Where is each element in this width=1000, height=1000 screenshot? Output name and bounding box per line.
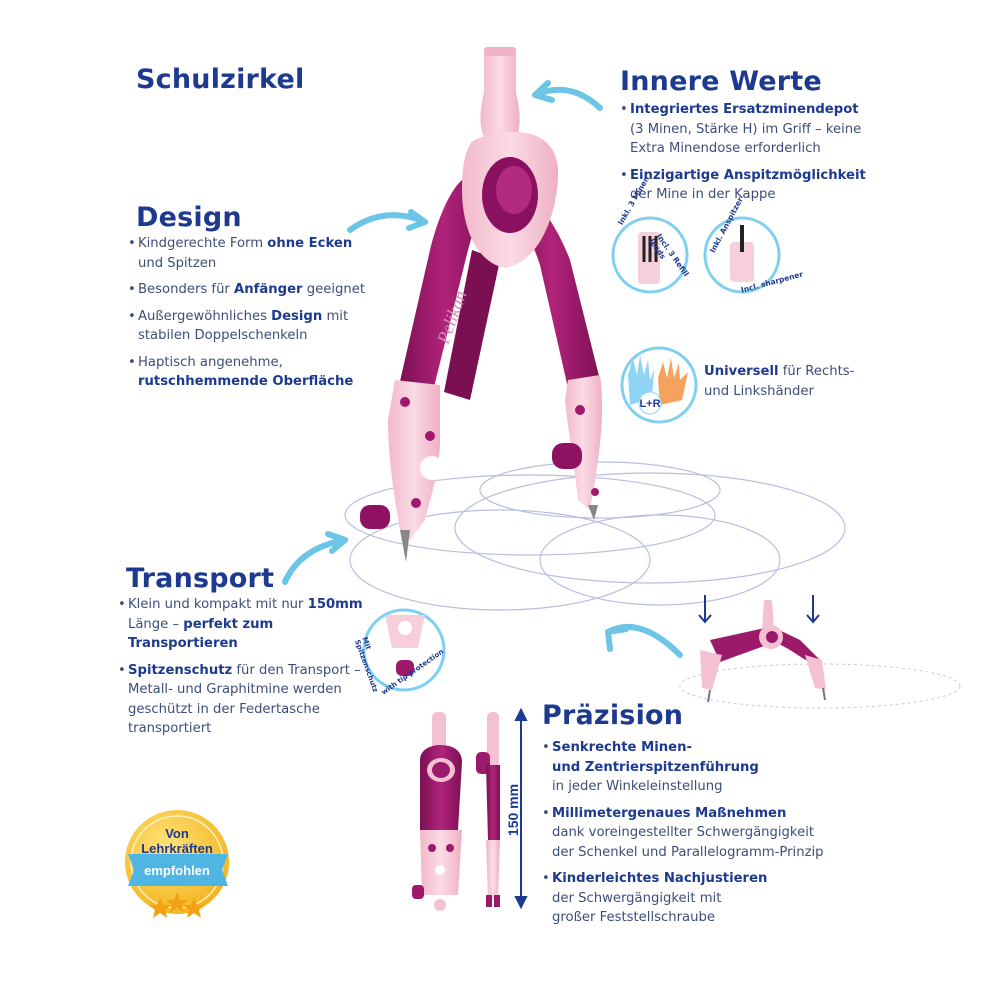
- praezision-item-mm: Millimetergenaues Maßnehmen dank voreing…: [542, 804, 842, 863]
- transport-b2-line3: transportiert: [128, 721, 212, 736]
- praez-2-line-1: dank voreingestellter Schwergängigkeit: [552, 825, 815, 840]
- design-b1-line2: und Spitzen: [138, 255, 217, 271]
- heading-praezision: Präzision: [542, 700, 684, 731]
- universell-rest-1: für Rechts-: [778, 364, 855, 379]
- design-b4-bold: rutschhemmende Oberfläche: [138, 374, 354, 389]
- transport-item-spitzenschutz: Spitzenschutz für den Transport – Metall…: [118, 661, 373, 739]
- hands-lr-label: L+R: [639, 398, 660, 410]
- design-list: Kindgerechte Form ohne Ecken und Spitzen…: [128, 234, 378, 399]
- arrow-praezision-icon: [605, 623, 683, 658]
- transport-b2-line1: Metall- und Graphitmine werden: [128, 682, 342, 697]
- design-item-form: Kindgerechte Form ohne Ecken und Spitzen: [128, 234, 378, 273]
- recommended-seal: Von Lehrkräften empfohlen: [125, 810, 229, 918]
- depot-bold-text: Integriertes Ersatzminendepot: [630, 102, 859, 117]
- seal-line2: Lehrkräften: [141, 841, 213, 856]
- seal-line1: Von: [165, 826, 189, 841]
- anspitz-bold-text: Einzigartige Anspitzmöglichkeit: [630, 167, 866, 183]
- design-b1-bold: ohne Ecken: [267, 236, 353, 251]
- universell-text: Universell für Rechts- und Linkshänder: [704, 362, 904, 401]
- tip-badge-bottom-text: with tip protection: [380, 647, 446, 697]
- heading-innere-werte: Innere Werte: [620, 66, 822, 97]
- design-b3-bold: Design: [271, 308, 323, 324]
- innere-werte-list: Integriertes Ersatzminendepot (3 Minen, …: [620, 100, 920, 212]
- design-b2-post: geeignet: [302, 282, 366, 297]
- design-b2-bold: Anfänger: [234, 282, 303, 297]
- heading-design: Design: [136, 202, 242, 233]
- praezision-list: Senkrechte Minen- und Zentrierspitzenfüh…: [542, 738, 842, 935]
- compass-main-illustration: Pelikan: [360, 47, 603, 562]
- design-b1-pre: Kindgerechte Form: [138, 236, 268, 251]
- seal-ribbon: empfohlen: [144, 863, 210, 878]
- arrow-design-icon: [347, 212, 428, 233]
- design-b3-post: mit: [322, 308, 349, 324]
- design-b4-line1: Haptisch angenehme,: [138, 354, 283, 370]
- compass-closed-side-illustration: [476, 712, 500, 907]
- transport-b2-line2: geschützt in der Federtasche: [128, 701, 320, 717]
- lead-badge-bottom-text: Incl. 3 Refill leads: [647, 232, 691, 279]
- design-item-design: Außergewöhnliches Design mit stabilen Do…: [128, 307, 378, 346]
- design-b3-line2: stabilen Doppelschenkeln: [138, 328, 308, 343]
- depot-line-2: Extra Minendose erforderlich: [630, 141, 821, 156]
- compass-closed-front-illustration: [412, 712, 462, 911]
- design-b2-pre: Besonders für: [138, 282, 235, 297]
- brand-label: Pelikan: [433, 288, 471, 347]
- hands-lr-badge: L+R: [620, 346, 698, 424]
- transport-b1-pre: Klein und kompakt mit nur: [128, 597, 308, 612]
- praez-1-line: in jeder Winkeleinstellung: [552, 779, 723, 794]
- heading-transport: Transport: [126, 563, 275, 594]
- praez-1-bold-2: und Zentrierspitzenführung: [552, 759, 759, 775]
- arrow-innere-werte-icon: [532, 86, 603, 111]
- compass-open-small-illustration: [679, 595, 961, 709]
- praez-2-bold: Millimetergenaues Maßnehmen: [552, 805, 787, 821]
- sharpener-badge-bottom-text: Incl. sharpener: [740, 269, 804, 295]
- drawn-circles: [344, 461, 846, 611]
- depot-line-1: (3 Minen, Stärke H) im Griff – keine: [630, 121, 862, 137]
- transport-item-kompakt: Klein und kompakt mit nur 150mm Länge – …: [118, 595, 373, 654]
- praezision-item-senkrecht: Senkrechte Minen- und Zentrierspitzenfüh…: [542, 738, 842, 797]
- praez-1-bold-1: Senkrechte Minen-: [552, 740, 692, 755]
- transport-list: Klein und kompakt mit nur 150mm Länge – …: [118, 595, 373, 746]
- praez-3-line-2: großer Feststellschraube: [552, 910, 715, 925]
- design-b3-pre: Außergewöhnliches: [138, 308, 272, 324]
- praez-3-bold: Kinderleichtes Nachjustieren: [552, 871, 768, 886]
- dimension-150mm: [514, 707, 528, 910]
- praezision-item-nachjustieren: Kinderleichtes Nachjustieren der Schwerg…: [542, 869, 842, 928]
- transport-b1-line2-bold: perfekt zum Transportieren: [128, 616, 274, 652]
- page-title: Schulzirkel: [136, 64, 305, 95]
- arrow-transport-icon: [282, 537, 348, 585]
- dimension-label: 150 mm: [505, 784, 521, 836]
- transport-b1-bold: 150mm: [307, 597, 363, 612]
- innere-werte-item-anspitz: Einzigartige Anspitzmöglichkeit der Mine…: [620, 166, 920, 205]
- anspitz-line-1: der Mine in der Kappe: [630, 187, 776, 202]
- transport-b1-line2-pre: Länge –: [128, 616, 184, 632]
- down-arrows-icon: [698, 595, 820, 624]
- transport-b2-bold: Spitzenschutz: [128, 662, 233, 678]
- transport-b2-post: für den Transport –: [232, 662, 361, 678]
- universell-bold: Universell: [704, 364, 779, 379]
- universell-rest-2: und Linkshänder: [704, 383, 814, 399]
- praez-3-line-1: der Schwergängigkeit mit: [552, 890, 722, 906]
- praez-2-line-2: der Schenkel und Parallelogramm-Prinzip: [552, 844, 824, 860]
- design-item-anfaenger: Besonders für Anfänger geeignet: [128, 280, 378, 300]
- innere-werte-item-depot: Integriertes Ersatzminendepot (3 Minen, …: [620, 100, 920, 159]
- design-item-haptik: Haptisch angenehme, rutschhemmende Oberf…: [128, 353, 378, 392]
